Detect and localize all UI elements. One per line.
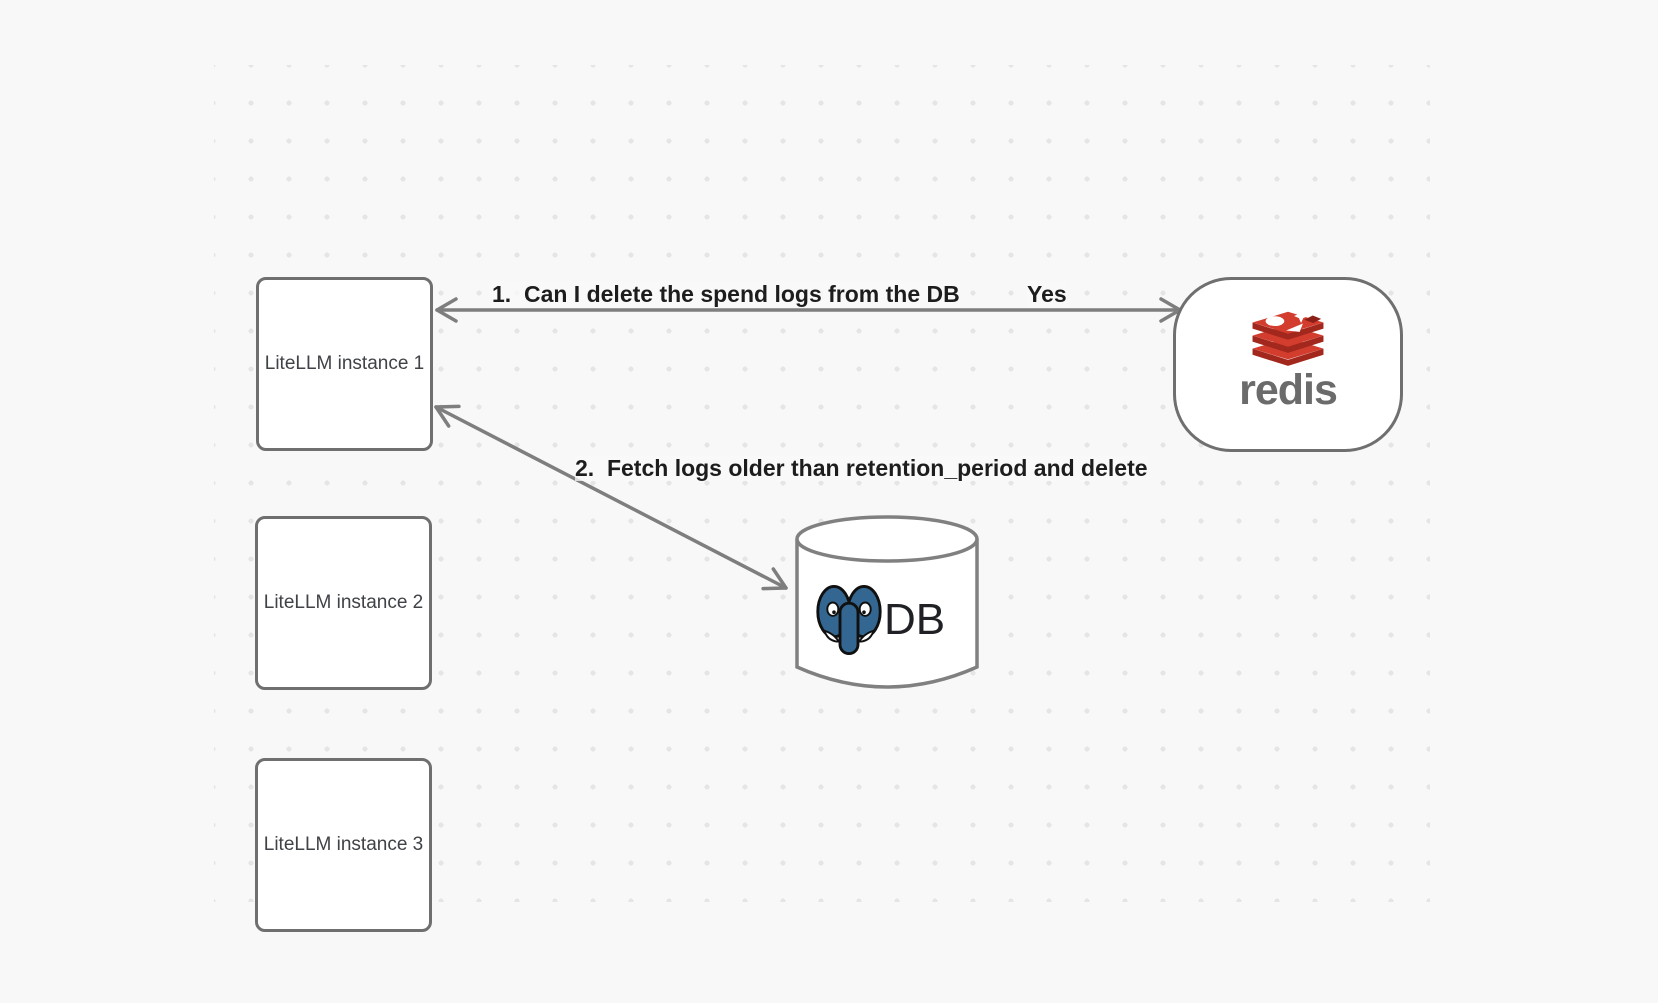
- database-label: DB: [884, 595, 946, 644]
- arrow1-label: 1. Can I delete the spend logs from the …: [492, 281, 960, 307]
- database-content: DB: [813, 581, 945, 659]
- arrow1-answer-label: Yes: [1027, 281, 1067, 307]
- redis-logo-icon: [1252, 309, 1324, 366]
- node-label: LiteLLM instance 1: [264, 353, 425, 374]
- node-litellm-instance-1: LiteLLM instance 1: [256, 277, 433, 451]
- node-redis: redis: [1173, 277, 1403, 452]
- postgresql-elephant-icon: [816, 584, 882, 656]
- node-litellm-instance-3: LiteLLM instance 3: [255, 758, 432, 932]
- node-label: LiteLLM instance 2: [263, 592, 424, 613]
- node-litellm-instance-2: LiteLLM instance 2: [255, 516, 432, 690]
- arrow2-label: 2. Fetch logs older than retention_perio…: [575, 455, 1148, 481]
- node-label: LiteLLM instance 3: [263, 834, 424, 855]
- redis-wordmark: redis: [1239, 366, 1338, 414]
